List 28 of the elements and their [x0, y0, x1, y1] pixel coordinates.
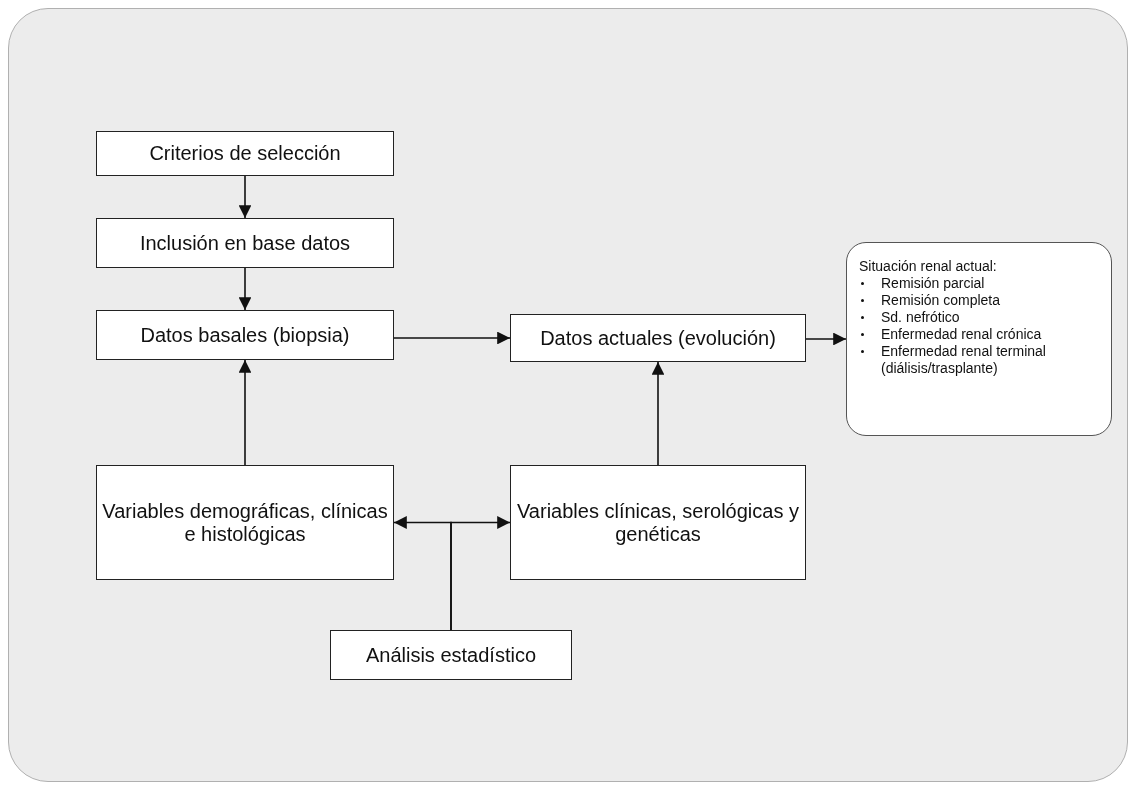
process-box [96, 465, 394, 580]
list-item: Sd. nefrótico [881, 309, 960, 325]
process-box [510, 314, 806, 362]
arrow [805, 332, 847, 346]
arrow [238, 359, 252, 466]
arrow [651, 361, 665, 466]
list-item: Enfermedad renal crónica [881, 326, 1042, 342]
list-item: Enfermedad renal terminal (diálisis/trasplante) [881, 343, 1046, 376]
list-item: Remisión completa [881, 292, 1001, 308]
box-label: Inclusión en base datos [139, 231, 351, 255]
process-box [96, 131, 394, 176]
arrow [450, 516, 511, 631]
box-heading: Situación renal actual: [859, 257, 998, 275]
box-label: Variables clínicas, serológicas y genéticas [516, 499, 800, 546]
process-box [96, 218, 394, 268]
box-label: Análisis estadístico [365, 643, 537, 667]
box-label: Variables demográficas, clínicas e histológicas [101, 499, 389, 546]
box-label: Criterios de selección [149, 142, 341, 165]
process-box [96, 310, 394, 360]
arrow [393, 331, 511, 345]
rounded-box [846, 242, 1112, 436]
arrow [238, 267, 252, 311]
box-label: Datos basales (biopsia) [140, 323, 350, 347]
list-item: Remisión parcial [881, 275, 985, 291]
process-box [510, 465, 806, 580]
arrow [238, 175, 252, 219]
process-box [330, 630, 572, 680]
box-label: Datos actuales (evolución) [540, 326, 776, 350]
